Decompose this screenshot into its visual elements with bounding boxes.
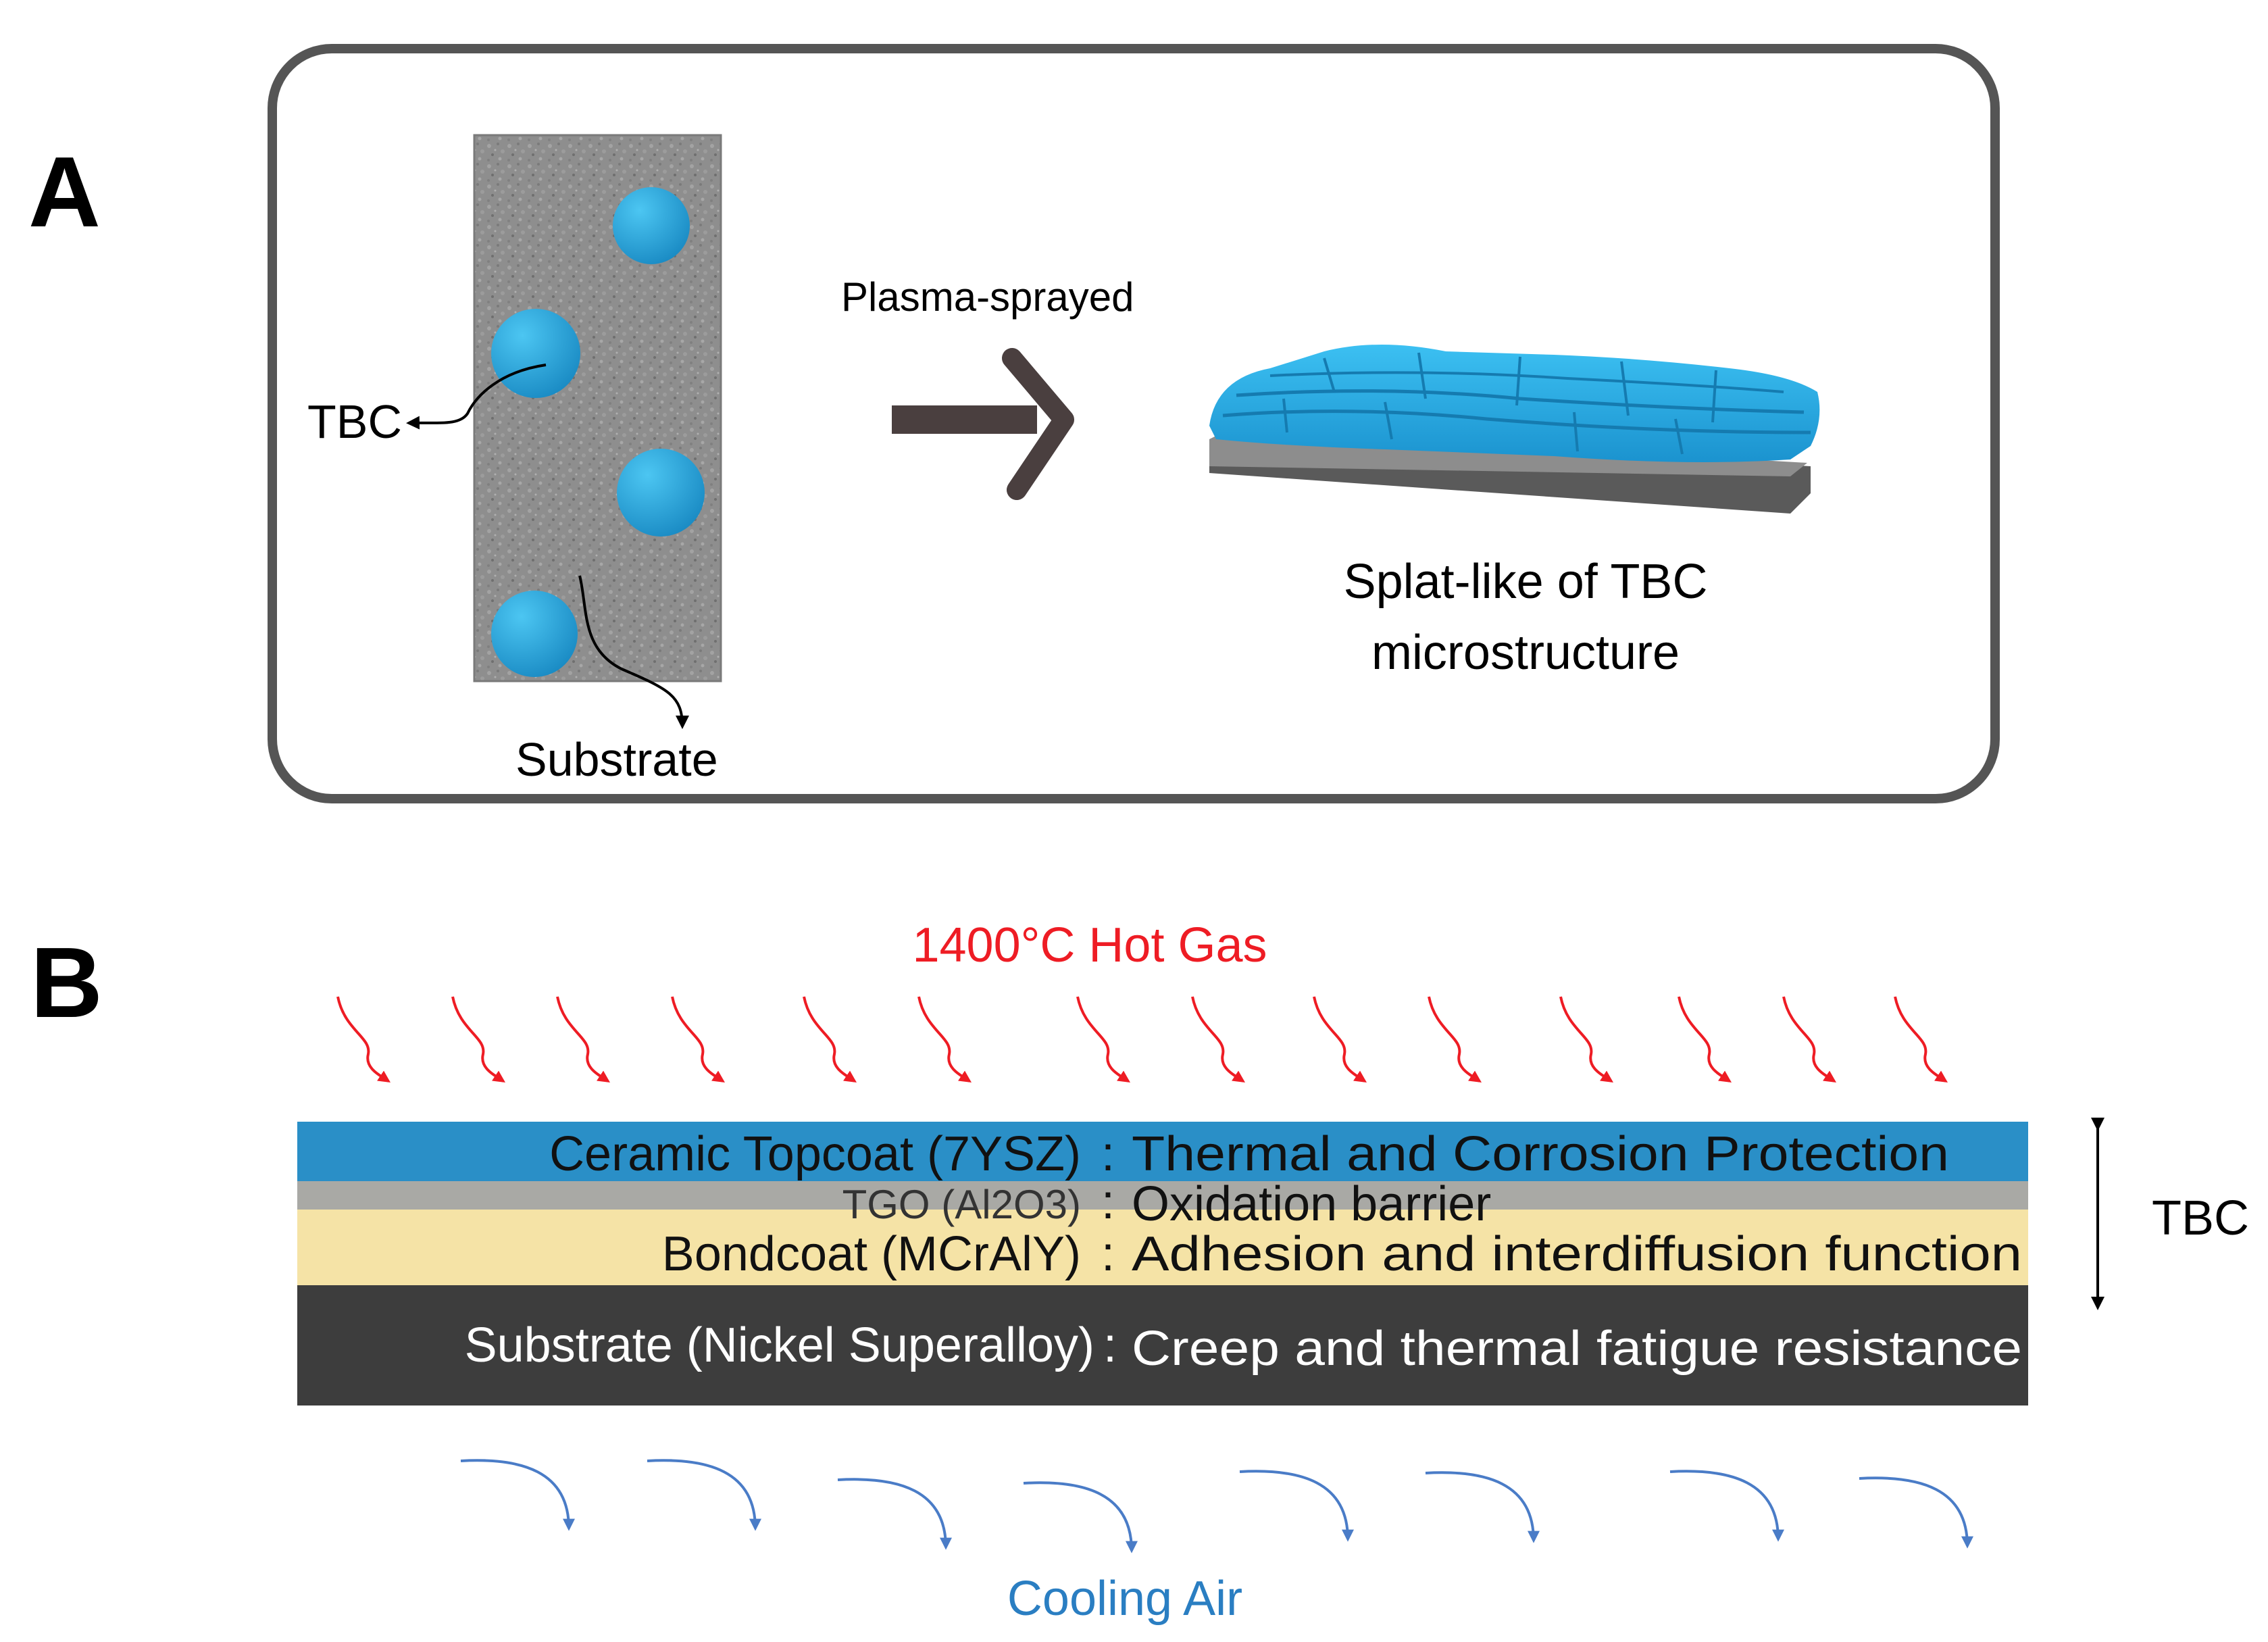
splat-label-line2: microstructure [1371,626,1680,680]
tbc-dot [613,187,690,264]
hot-gas-arrow [1313,996,1367,1083]
bondcoat-function: Adhesion and interdiffusion function [1132,1227,2022,1281]
layer-stack: Ceramic Topcoat (7YSZ) : Thermal and Cor… [297,1122,2028,1405]
topcoat-layer [297,1122,2028,1181]
substrate-label: Substrate [515,733,718,786]
hot-gas-arrows [336,996,1948,1083]
hot-gas-label: 1400°C Hot Gas [912,918,1267,972]
cooling-air-arrows [460,1459,1973,1553]
bondcoat-name: Bondcoat (MCrAlY) [662,1227,1081,1281]
panel-a-frame [268,44,2000,803]
tbc-callout-arrow [406,364,547,430]
tgo-separator: : [1101,1175,1115,1229]
substrate-separator: : [1103,1318,1117,1372]
hot-gas-arrow [336,996,390,1083]
cooling-air-arrow [460,1459,575,1531]
tbc-dots [491,187,705,677]
hot-gas-arrow [1678,996,1732,1083]
topcoat-separator: : [1101,1127,1115,1181]
hot-gas-arrow [1559,996,1613,1083]
tbc-bracket-label: TBC [2152,1191,2249,1245]
tbc-dot [491,309,580,398]
cooling-air-arrow [1859,1476,1973,1549]
process-arrow [892,348,1074,500]
tgo-layer [297,1181,2028,1210]
tgo-name: TGO (Al2O3) [842,1182,1081,1227]
substrate-callout-arrow [578,575,689,729]
substrate-layer [297,1285,2028,1405]
tbc-label: TBC [307,395,402,448]
topcoat-name: Ceramic Topcoat (7YSZ) [549,1127,1081,1181]
splat-label-line1: Splat-like of TBC [1344,555,1708,609]
cooling-air-arrow [1239,1470,1354,1542]
cooling-air-label: Cooling Air [1007,1572,1242,1626]
splat-microstructure-illustration [1209,345,1820,514]
cooling-air-arrow [647,1459,761,1531]
hot-gas-arrow [917,996,972,1083]
bondcoat-layer [297,1210,2028,1285]
cooling-air-arrow [1669,1470,1784,1542]
panel-b-letter: B [30,927,103,1039]
hot-gas-arrow [1782,996,1836,1083]
topcoat-function: Thermal and Corrosion Protection [1132,1127,1949,1181]
tbc-dot [491,591,578,677]
hot-gas-arrow [1428,996,1482,1083]
panel-a-letter: A [28,136,101,248]
hot-gas-arrow [1191,996,1245,1083]
substrate-layer-name: Substrate (Nickel Superalloy) [465,1318,1094,1372]
cooling-air-arrow [837,1478,952,1550]
hot-gas-arrow [556,996,610,1083]
hot-gas-arrow [1076,996,1130,1083]
process-label: Plasma-sprayed [841,274,1134,320]
tgo-function: Oxidation barrier [1132,1177,1491,1231]
bondcoat-separator: : [1101,1227,1115,1281]
tbc-dot [617,449,705,537]
hot-gas-arrow [1894,996,1948,1083]
hot-gas-arrow [451,996,505,1083]
hot-gas-arrow [803,996,857,1083]
hot-gas-arrow [671,996,725,1083]
cooling-air-arrow [1425,1471,1540,1543]
cooling-air-arrow [1023,1481,1138,1553]
substrate-layer-function: Creep and thermal fatigue resistance [1132,1322,2022,1376]
